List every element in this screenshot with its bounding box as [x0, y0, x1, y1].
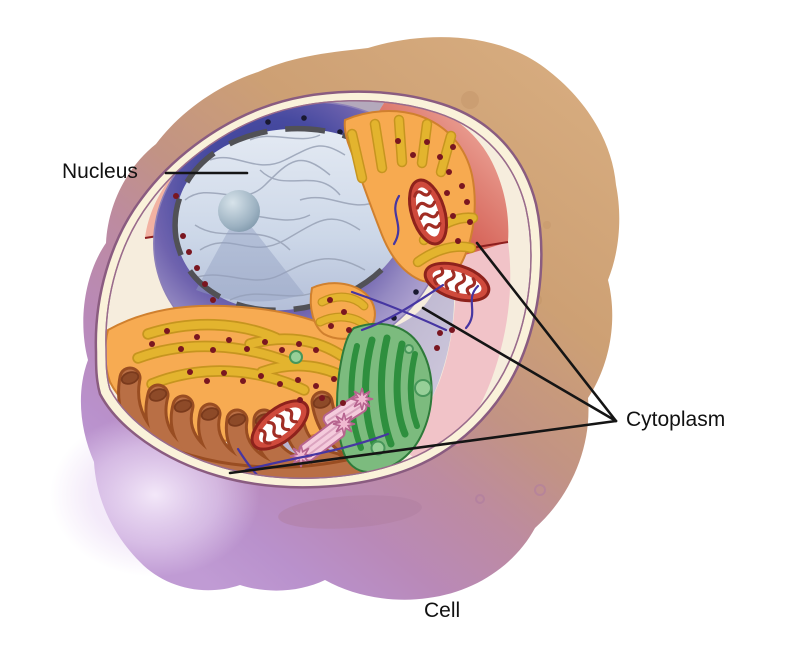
nucleolus — [218, 190, 260, 232]
cytoplasm-pointer-line-2 — [421, 306, 618, 423]
cytoplasm-region — [105, 100, 511, 479]
membrane-inner-line — [105, 100, 532, 479]
nucleus-label: Nucleus — [62, 160, 138, 183]
label-pointer-lines — [164, 171, 618, 475]
cytoplasm-pointer-line-1 — [475, 241, 618, 423]
cell-label: Cell — [424, 599, 461, 622]
golgi-vesicles — [289, 344, 432, 456]
cytoplasm-pointer-line-3 — [228, 419, 618, 475]
ribosomes — [149, 138, 473, 406]
cytoplasm-label: Cytoplasm — [626, 408, 726, 431]
microtubules — [236, 194, 480, 479]
centrioles — [289, 387, 374, 468]
nucleolus-shadow — [196, 211, 304, 302]
